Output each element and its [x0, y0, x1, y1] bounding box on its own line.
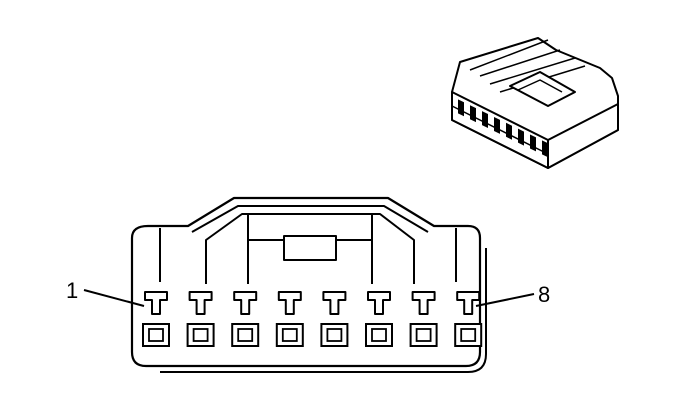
terminal-t-slot: [144, 291, 168, 315]
terminal-t-slot: [322, 291, 347, 315]
terminal-t-slot: [456, 291, 481, 315]
terminal-cavity: [275, 291, 304, 347]
terminal-row: [142, 291, 483, 347]
lock-window-inner: [415, 328, 432, 342]
lock-window-inner: [192, 328, 209, 342]
terminal-t-slot: [188, 291, 213, 315]
pin-label-last: 8: [538, 282, 550, 307]
terminal-t-slot: [277, 291, 302, 315]
connector-isometric-view: [451, 37, 619, 169]
leader-pin-8: [475, 293, 535, 307]
terminal-t-slot: [233, 291, 258, 315]
terminal-cavity: [231, 291, 260, 347]
terminal-cavity: [142, 291, 170, 347]
lock-window-inner: [460, 328, 477, 342]
leader-pin-1: [83, 289, 145, 307]
lock-window-inner: [148, 328, 164, 342]
terminal-cavity: [320, 291, 349, 347]
terminal-cavity: [454, 291, 483, 347]
terminal-t-slot: [411, 291, 436, 315]
pin-label-first: 1: [66, 278, 78, 303]
lock-window-inner: [371, 328, 387, 342]
terminal-cavity: [409, 291, 438, 347]
callout-leaders: [83, 289, 535, 307]
lock-window-inner: [281, 328, 298, 342]
terminal-cavity: [365, 291, 393, 347]
terminal-cavity: [186, 291, 215, 347]
lock-window-inner: [237, 328, 254, 342]
terminal-t-slot: [367, 291, 391, 315]
lock-window-inner: [326, 328, 343, 342]
